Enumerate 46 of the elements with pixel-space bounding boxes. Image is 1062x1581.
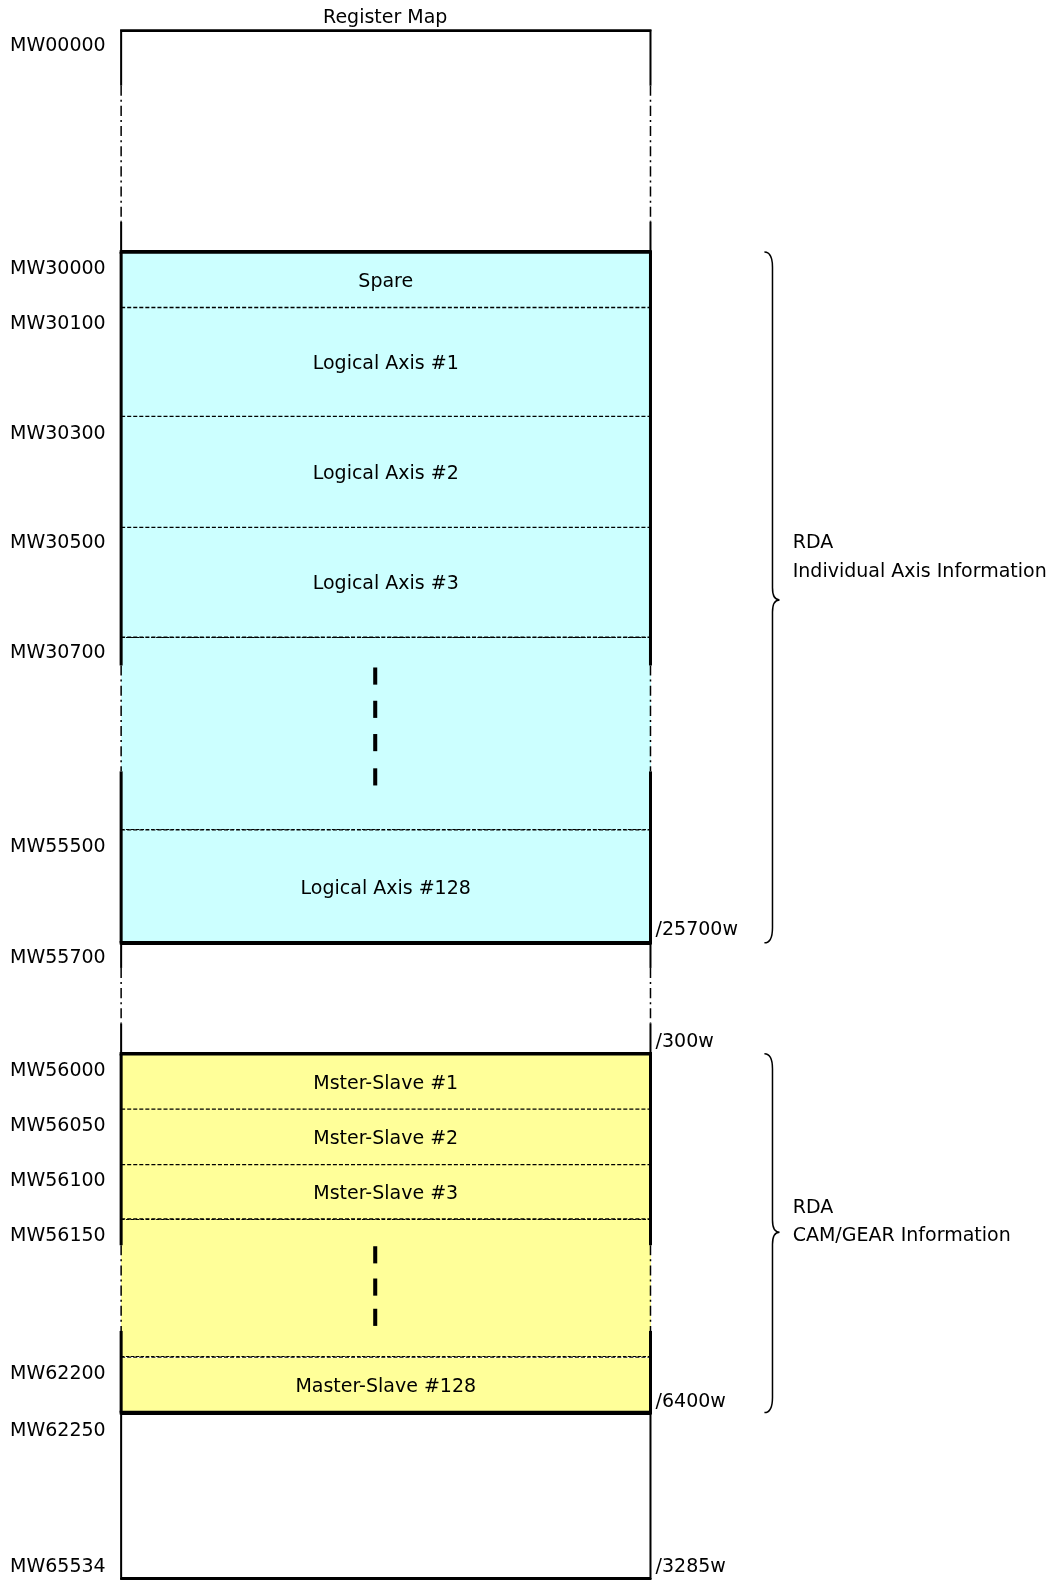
address-label: MW56100 (10, 1167, 106, 1190)
memory-block (121, 1412, 651, 1580)
address-label: MW00000 (10, 33, 106, 56)
memory-block (121, 527, 651, 638)
section-label: Individual Axis Information (792, 558, 1047, 581)
memory-block (121, 30, 651, 253)
memory-block (121, 637, 651, 830)
memory-block (121, 1109, 651, 1165)
block-label: Mster-Slave #1 (313, 1070, 459, 1093)
address-label: MW56150 (10, 1223, 106, 1246)
size-label: /3285w (655, 1554, 726, 1577)
size-label: /25700w (655, 916, 738, 939)
address-label: MW30700 (10, 640, 106, 663)
address-label: MW55700 (10, 945, 106, 967)
address-label: MW55500 (10, 834, 106, 857)
diagram-title: Register Map (323, 5, 448, 28)
block-label: Logical Axis #128 (300, 875, 471, 898)
block-label: Master-Slave #128 (295, 1374, 477, 1397)
block-label: Mster-Slave #2 (313, 1126, 459, 1149)
block-label: Spare (358, 268, 414, 291)
block-label: Logical Axis #3 (312, 571, 459, 594)
memory-block (121, 1053, 651, 1110)
section-label: CAM/GEAR Information (792, 1223, 1011, 1246)
memory-block (121, 1164, 651, 1220)
block-label: Logical Axis #1 (312, 351, 459, 374)
address-label: MW62250 (10, 1418, 106, 1440)
size-label: /300w (655, 1028, 714, 1051)
memory-block (121, 416, 651, 528)
section-label: RDA (792, 1195, 834, 1218)
address-label: MW56050 (10, 1113, 106, 1136)
address-label: MW30300 (10, 420, 106, 443)
address-label: MW30100 (10, 310, 106, 333)
address-label: MW30000 (10, 256, 106, 279)
memory-block (121, 252, 651, 308)
address-label: MW62200 (10, 1360, 106, 1383)
address-label: MW30500 (10, 530, 106, 553)
size-label: /6400w (655, 1388, 726, 1411)
block-label: Mster-Slave #3 (313, 1181, 459, 1204)
memory-block (121, 1219, 651, 1358)
block-label: Logical Axis #2 (312, 461, 459, 483)
address-label: MW65534 (10, 1554, 106, 1577)
section-label: RDA (792, 530, 834, 553)
memory-block (121, 307, 651, 417)
memory-block (121, 1357, 651, 1413)
memory-block (121, 830, 651, 943)
address-label: MW56000 (10, 1057, 106, 1080)
